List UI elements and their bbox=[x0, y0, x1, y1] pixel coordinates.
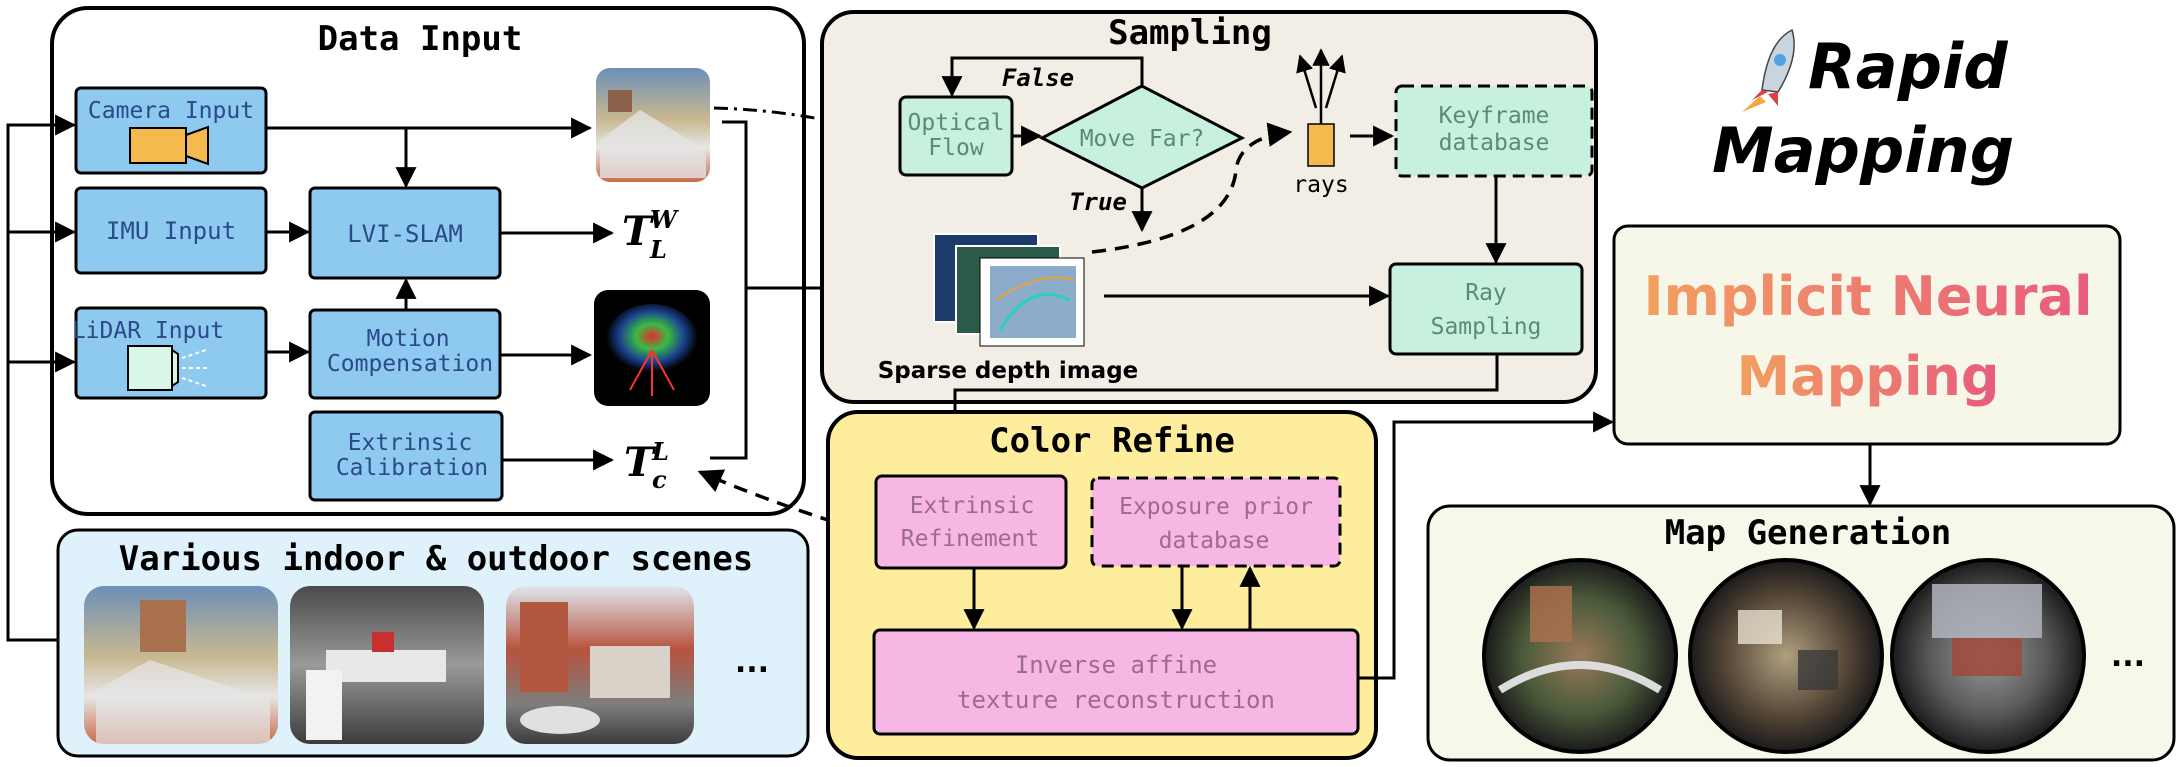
color-refine-title: Color Refine bbox=[989, 421, 1235, 461]
inverse-affine-line1: Inverse affine bbox=[1015, 651, 1217, 679]
camera-icon bbox=[129, 125, 209, 166]
lidar-sensor-icon bbox=[127, 345, 210, 391]
motion-compensation-line1: Motion bbox=[366, 326, 449, 352]
data-input-title: Data Input bbox=[318, 19, 523, 59]
keyframe-database-line1: Keyframe bbox=[1439, 103, 1550, 129]
imu-input-box: IMU Input bbox=[74, 186, 268, 275]
ray-sampling-line2: Sampling bbox=[1431, 314, 1542, 340]
lidar-input-label: LiDAR Input bbox=[72, 318, 224, 344]
map-result-building bbox=[1890, 558, 2086, 754]
lvi-slam-label: LVI-SLAM bbox=[347, 220, 463, 248]
implicit-neural-mapping-panel bbox=[1612, 224, 2122, 446]
camera-image-thumbnail bbox=[596, 68, 710, 182]
optical-flow-line1: Optical bbox=[908, 110, 1005, 136]
map-result-indoor bbox=[1688, 558, 1884, 754]
pose-wl-sub: L bbox=[649, 235, 667, 264]
scene-photo-building bbox=[506, 586, 694, 744]
exposure-prior-line1: Exposure prior bbox=[1119, 494, 1313, 520]
rapid-mapping-line2: Mapping bbox=[1712, 114, 2014, 187]
pose-lc-sub: c bbox=[652, 465, 667, 494]
sparse-depth-image-stack bbox=[933, 233, 1085, 347]
ray-sampling-box: Ray Sampling bbox=[1388, 262, 1584, 356]
motion-compensation-box: Motion Compensation bbox=[308, 308, 502, 400]
extrinsic-refinement-box: Extrinsic Refinement bbox=[874, 474, 1068, 570]
lvi-slam-box: LVI-SLAM bbox=[308, 186, 502, 280]
scene-photo-indoor-room bbox=[290, 586, 484, 744]
pose-lidar-camera: T L c bbox=[624, 437, 669, 494]
map-result-stairs bbox=[1482, 558, 1678, 754]
camera-input-box: Camera Input bbox=[74, 86, 268, 175]
motion-compensation-line2: Compensation bbox=[327, 351, 493, 377]
pose-wl-main: T bbox=[622, 208, 655, 255]
implicit-neural-line2: Mapping bbox=[1736, 345, 1999, 408]
map-generation-title: Map Generation bbox=[1665, 513, 1952, 553]
rays-label: rays bbox=[1293, 172, 1348, 198]
scene-photo-outdoor-stairs bbox=[84, 586, 278, 744]
optical-flow-box: Optical Flow bbox=[898, 95, 1014, 177]
pose-wl-sup: W bbox=[650, 205, 679, 234]
pose-lc-sup: L bbox=[651, 437, 669, 466]
ray-sampling-line1: Ray bbox=[1465, 280, 1507, 306]
rays-icon bbox=[1296, 48, 1346, 167]
scenes-ellipsis: ... bbox=[735, 645, 769, 680]
scenes-title: Various indoor & outdoor scenes bbox=[119, 539, 754, 579]
exposure-prior-database-box: Exposure prior database bbox=[1090, 476, 1342, 568]
pose-world-lidar: T W L bbox=[622, 205, 679, 264]
rocket-icon bbox=[1742, 28, 1795, 112]
keyframe-database-line2: database bbox=[1439, 130, 1550, 156]
extrinsic-calibration-box: Extrinsic Calibration bbox=[308, 410, 504, 502]
lidar-input-box: LiDAR Input bbox=[72, 306, 268, 400]
extrinsic-refinement-line2: Refinement bbox=[901, 526, 1039, 552]
false-label: False bbox=[1002, 64, 1074, 92]
imu-input-label: IMU Input bbox=[106, 217, 236, 245]
sampling-title: Sampling bbox=[1108, 13, 1272, 53]
extrinsic-calibration-line2: Calibration bbox=[336, 455, 488, 481]
pose-lc-main: T bbox=[624, 439, 657, 486]
true-label: True bbox=[1069, 188, 1127, 216]
lidar-pointcloud-thumbnail bbox=[594, 290, 710, 406]
refinement-to-extrinsic-arrow bbox=[697, 469, 835, 524]
rapid-mapping-line1: Rapid bbox=[1808, 30, 2008, 103]
inverse-affine-line2: texture reconstruction bbox=[957, 686, 1275, 714]
move-far-label: Move Far? bbox=[1080, 126, 1205, 152]
image-to-optical-flow-arrow bbox=[713, 106, 899, 142]
exposure-prior-line2: database bbox=[1159, 528, 1270, 554]
extrinsic-refinement-line1: Extrinsic bbox=[910, 493, 1035, 519]
keyframe-database-box: Keyframe database bbox=[1394, 84, 1594, 178]
inverse-affine-box: Inverse affine texture reconstruction bbox=[872, 628, 1360, 736]
implicit-neural-line1: Implicit Neural bbox=[1643, 265, 2092, 328]
extrinsic-calibration-line1: Extrinsic bbox=[348, 430, 473, 456]
optical-flow-line2: Flow bbox=[928, 135, 984, 161]
map-ellipsis: ... bbox=[2111, 639, 2145, 674]
camera-input-label: Camera Input bbox=[88, 98, 254, 124]
depth-to-rays-arrow bbox=[1091, 122, 1293, 254]
sparse-depth-label: Sparse depth image bbox=[878, 358, 1139, 384]
color-refine-arrows bbox=[963, 411, 1881, 680]
